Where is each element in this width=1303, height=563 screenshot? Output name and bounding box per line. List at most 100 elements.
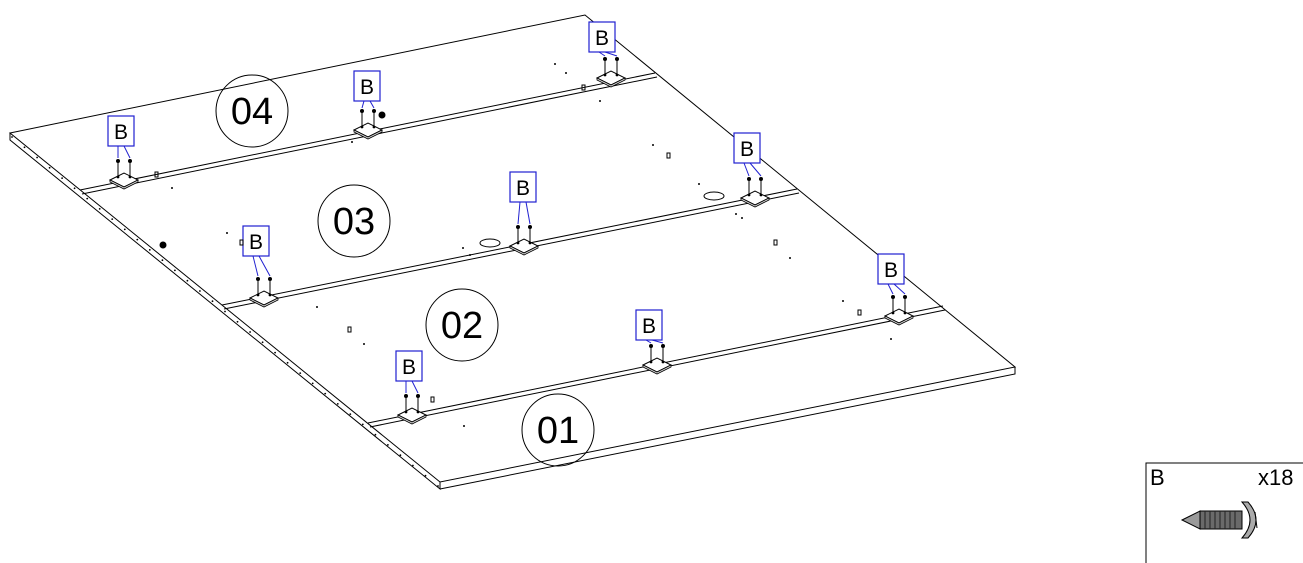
- callout-label: B: [884, 259, 898, 282]
- edge-hole: [374, 433, 377, 436]
- callout-label: B: [740, 138, 754, 161]
- screw-head: [747, 177, 751, 181]
- edge-hole: [161, 259, 164, 262]
- edge-hole: [224, 310, 226, 313]
- edge-hole: [274, 351, 276, 354]
- callout-label: B: [595, 27, 609, 50]
- callout-label: B: [642, 315, 656, 338]
- bracket-with-callout: B: [877, 253, 915, 326]
- seam-line: [223, 192, 800, 310]
- edge-hole: [399, 454, 402, 457]
- edge-hole: [199, 290, 201, 292]
- bracket-with-callout: B: [588, 21, 627, 88]
- screw-head: [268, 277, 272, 281]
- bracket-with-callout: B: [508, 171, 540, 256]
- board-front-edge: [439, 367, 1016, 490]
- panel-number-text: 03: [333, 201, 375, 243]
- panel-number-02: 02: [425, 288, 499, 362]
- edge-hole: [299, 372, 302, 374]
- bracket-with-callout: B: [352, 70, 384, 140]
- panel-number-01: 01: [521, 393, 595, 467]
- edge-hole: [361, 423, 364, 426]
- bracket-with-callout: B: [733, 132, 771, 208]
- panel-number-text: 02: [441, 305, 483, 347]
- callout-box: [242, 225, 270, 257]
- edge-hole: [412, 464, 414, 467]
- edge-hole: [174, 269, 176, 272]
- panel-number-text: 01: [537, 410, 579, 452]
- callout-label: B: [114, 121, 128, 144]
- screw-head: [759, 177, 763, 181]
- screw-head: [649, 344, 653, 348]
- screw-head: [528, 225, 532, 229]
- bracket-with-callout: B: [395, 350, 428, 425]
- screw-head: [891, 295, 895, 299]
- screw-head: [903, 295, 907, 299]
- edge-hole: [236, 320, 239, 323]
- screw-head: [372, 109, 376, 113]
- cam-hole: [703, 191, 725, 201]
- edge-hole: [336, 403, 339, 405]
- edge-hole: [186, 279, 189, 282]
- panel-number-03: 03: [317, 184, 391, 258]
- callout-label: B: [402, 356, 416, 379]
- callout-label: B: [516, 177, 530, 200]
- parts-legend: B x18: [1145, 462, 1303, 563]
- edge-hole: [349, 413, 352, 415]
- edge-hole: [211, 300, 214, 303]
- callout-box: [509, 171, 537, 203]
- edge-hole: [36, 156, 38, 159]
- callout-label: B: [249, 231, 263, 254]
- edge-hole: [73, 187, 76, 190]
- bracket-with-callout: B: [107, 115, 140, 190]
- edge-hole: [324, 392, 327, 395]
- connector-brackets: B B B B B B B B B: [107, 21, 915, 425]
- edge-hole: [249, 331, 252, 333]
- screw-head: [360, 109, 364, 113]
- screw-head: [256, 277, 260, 281]
- edge-hole: [48, 166, 51, 169]
- edge-hole: [424, 474, 427, 477]
- edge-hole: [23, 146, 26, 149]
- screw-head: [516, 225, 520, 229]
- hole-marks: [154, 63, 892, 427]
- edge-hole: [111, 218, 114, 221]
- screw-head: [128, 159, 132, 163]
- legend-quantity: x18: [1258, 465, 1293, 490]
- screw-head: [116, 159, 120, 163]
- screw-icon: [1180, 501, 1258, 539]
- screw-head: [416, 394, 420, 398]
- callout-box: [635, 309, 663, 341]
- edge-holes: [11, 136, 439, 487]
- hole-mark: [378, 111, 386, 119]
- legend-label: B: [1150, 465, 1165, 490]
- edge-hole: [311, 382, 314, 385]
- board-left-edge: [9, 133, 441, 491]
- cam-hole: [479, 238, 501, 248]
- panel-number-04: 04: [215, 74, 289, 148]
- screw-head: [615, 57, 619, 61]
- edge-hole: [61, 177, 63, 180]
- screw-head: [661, 344, 665, 348]
- edge-hole: [261, 341, 264, 344]
- edge-hole: [437, 485, 439, 487]
- callout-box: [353, 70, 381, 102]
- callout-box: [395, 350, 423, 382]
- board-assembly: [8, 14, 1017, 491]
- edge-hole: [86, 197, 89, 200]
- edge-hole: [98, 208, 101, 210]
- edge-hole: [148, 249, 151, 251]
- bracket-with-callout: B: [242, 225, 280, 308]
- bracket-with-callout: B: [635, 309, 673, 375]
- callout-label: B: [360, 76, 374, 99]
- panel-number-text: 04: [231, 91, 273, 133]
- screw-head: [404, 394, 408, 398]
- edge-hole: [387, 444, 389, 446]
- callout-box: [877, 253, 905, 285]
- edge-hole: [136, 238, 139, 241]
- seam-line: [221, 188, 798, 306]
- edge-hole: [123, 228, 126, 231]
- edge-hole: [11, 136, 13, 138]
- callout-box: [733, 132, 761, 164]
